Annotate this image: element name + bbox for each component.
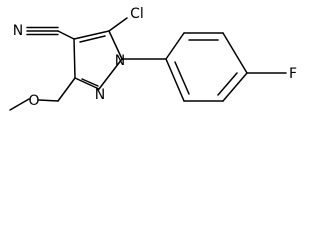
pyrazole-n2-c3-bond <box>74 77 100 90</box>
methylene-to-oxygen-bond <box>38 99 59 102</box>
pyrazole-c4-c5-bond <box>73 30 110 40</box>
pyrazole-n1-n2-bond <box>98 58 123 90</box>
nitrile-to-ring-bond <box>57 30 75 40</box>
phenyl-bond-4 <box>222 72 248 102</box>
phenyl-inner-double-bond-2 <box>217 72 238 96</box>
nitrile-nitrogen-label: N <box>13 23 23 39</box>
phenyl-bond-6 <box>165 58 185 102</box>
pyrazole-inner-double-bond-1 <box>79 35 106 43</box>
phenyl-bond-1 <box>165 32 185 60</box>
oxygen-to-methyl-bond <box>9 98 30 111</box>
ether-oxygen-label: O <box>28 93 39 109</box>
fluorine-label: F <box>289 66 297 82</box>
chemical-structure-canvas: N Cl N N O F <box>9 6 298 111</box>
ring-nitrogen-1-label: N <box>115 53 125 69</box>
chloro-bond <box>108 17 128 32</box>
phenyl-inner-double-bond-3 <box>174 61 190 95</box>
phenyl-bond-3 <box>222 32 248 74</box>
ring-to-methylene-bond <box>57 77 76 102</box>
chemical-structure-diagram: N Cl N N O F <box>9 6 297 111</box>
pyrazole-c3-c4-bond <box>73 38 76 79</box>
pyrazole-inner-double-bond-2 <box>81 78 99 87</box>
chlorine-label: Cl <box>130 6 144 22</box>
pyrazole-c5-n1-bond <box>108 30 123 60</box>
ring-nitrogen-2-label: N <box>95 87 105 103</box>
